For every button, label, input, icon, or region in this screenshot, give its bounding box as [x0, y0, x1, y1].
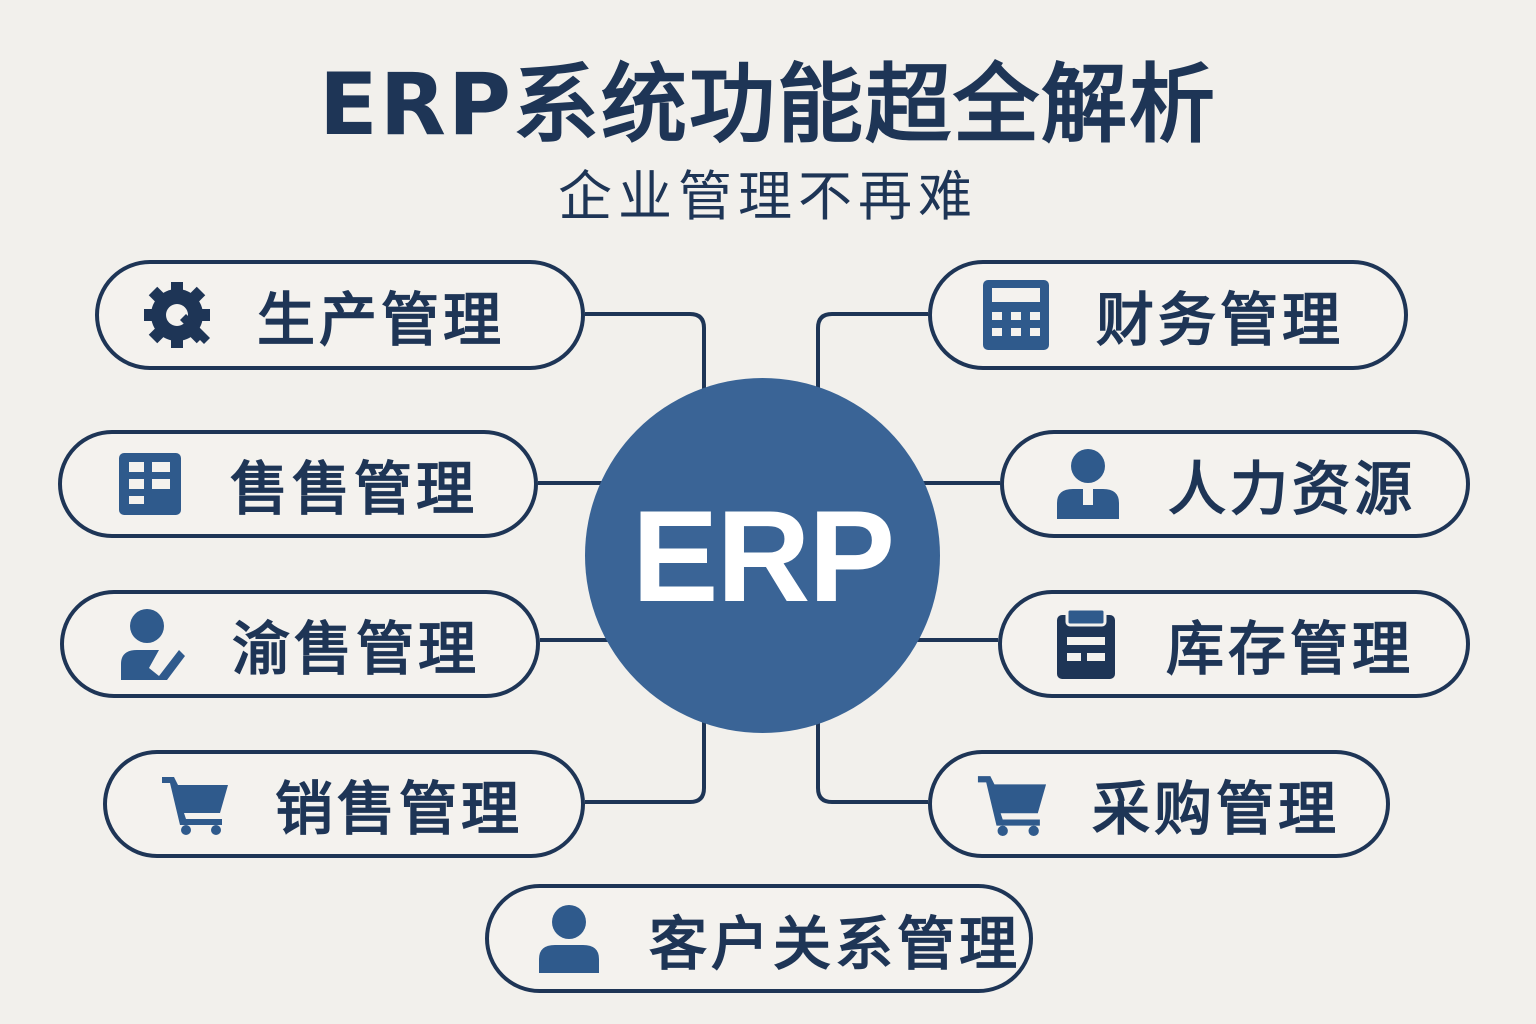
user-check-icon	[112, 604, 192, 684]
module-purchase[interactable]: 采购管理	[928, 750, 1390, 858]
module-production[interactable]: 生产管理	[95, 260, 585, 370]
page-title: ERP系统功能超全解析	[319, 55, 1217, 155]
module-crm[interactable]: 客户关系管理	[485, 884, 1033, 993]
module-label: 人力资源	[1168, 455, 1417, 523]
module-label: 库存管理	[1166, 615, 1415, 683]
module-inventory[interactable]: 库存管理	[998, 590, 1470, 698]
grid-icon	[110, 444, 190, 524]
calculator-icon	[976, 275, 1056, 355]
module-label: 生产管理	[257, 286, 506, 354]
connector-production	[585, 312, 706, 390]
module-hr[interactable]: 人力资源	[1000, 430, 1470, 538]
module-label: 售售管理	[230, 455, 479, 523]
cart-icon	[972, 764, 1052, 844]
module-label: 财务管理	[1096, 286, 1345, 354]
module-sales-a[interactable]: 售售管理	[58, 430, 538, 538]
connector-sales-3	[585, 720, 706, 804]
connector-purchase	[816, 720, 928, 804]
module-label: 渝售管理	[232, 615, 481, 683]
clipboard-icon	[1046, 604, 1126, 684]
module-sales-c[interactable]: 销售管理	[103, 750, 585, 858]
user-tie-icon	[1048, 444, 1128, 524]
connector-finance	[816, 312, 928, 390]
module-label: 采购管理	[1092, 775, 1341, 843]
gear-wrench-icon	[137, 275, 217, 355]
user-icon	[529, 899, 609, 979]
erp-hub: ERP	[585, 378, 940, 733]
cart-icon	[155, 764, 235, 844]
page-subtitle: 企业管理不再难	[558, 165, 978, 228]
module-finance[interactable]: 财务管理	[928, 260, 1408, 370]
module-label: 销售管理	[275, 775, 524, 843]
module-label: 客户关系管理	[649, 909, 1022, 978]
module-sales-b[interactable]: 渝售管理	[60, 590, 540, 698]
